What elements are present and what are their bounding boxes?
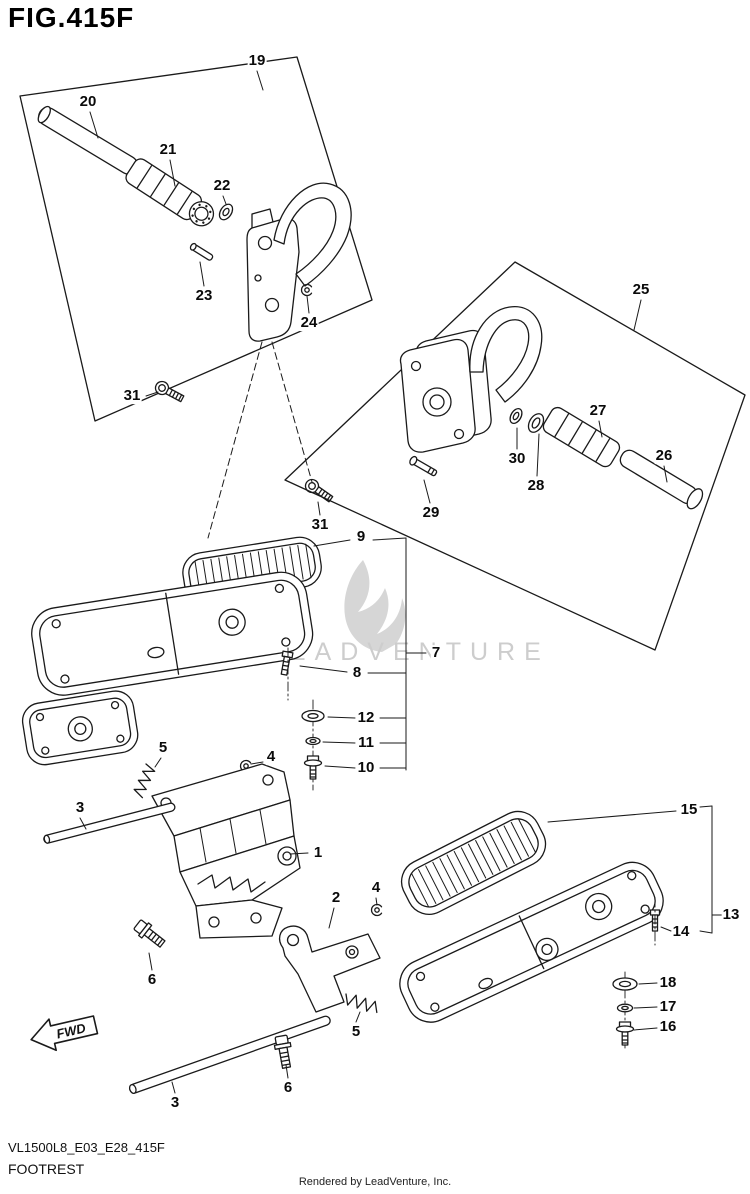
- leader-line-8: [299, 665, 348, 673]
- leader-line-27: [598, 420, 603, 438]
- footrest-loop-left: [273, 182, 352, 287]
- leader-line-19: [256, 70, 264, 91]
- leader-line-3: [79, 817, 87, 830]
- assembly-box-right: [284, 261, 746, 651]
- leader-line-6: [148, 952, 153, 971]
- leader-line-13: [699, 930, 713, 934]
- spring-5-lower: [345, 993, 378, 1014]
- leader-line-2: [328, 907, 335, 929]
- mount-pin: [189, 242, 214, 261]
- leader-line-15: [547, 810, 677, 823]
- leader-line-5: [154, 757, 162, 768]
- footrest-bar-left: [37, 105, 138, 175]
- leader-lines: [79, 70, 723, 1094]
- pedal-left-assembly: [21, 536, 383, 1095]
- leader-line-14: [660, 926, 672, 932]
- washer-17: [616, 1003, 634, 1013]
- leader-line-18: [638, 982, 658, 985]
- screw-31-left: [154, 380, 185, 403]
- leader-line-21: [169, 159, 176, 187]
- part-code: VL1500L8_E03_E28_415F: [8, 1140, 165, 1155]
- pedal-base-left: [31, 571, 314, 696]
- figure-title: FIG.415F: [8, 2, 135, 33]
- pedal-base-right: [399, 861, 664, 1023]
- leader-line-28: [536, 433, 540, 477]
- bolt-6-upper: [133, 919, 166, 948]
- bolt-6-lower: [273, 1034, 292, 1069]
- leader-line-24: [306, 295, 310, 314]
- assembly-box-left: [19, 56, 373, 422]
- leader-line-31: [145, 391, 159, 397]
- washer-30: [509, 407, 523, 425]
- pivot-bar-upper: [43, 802, 176, 844]
- leader-line-6: [285, 1064, 289, 1079]
- screw-31-center: [304, 478, 334, 503]
- grip-washer: [218, 203, 234, 221]
- leader-line-7: [372, 537, 407, 541]
- figure-name: FOOTREST: [8, 1161, 85, 1177]
- snap-ring-24: [300, 283, 313, 297]
- footrest-grip-left: [125, 158, 215, 227]
- footrest-grip-right: [542, 406, 621, 468]
- pivot-bar-lower: [128, 1015, 331, 1095]
- washer-11: [305, 736, 321, 746]
- leader-line-13: [699, 805, 713, 808]
- leader-line-10: [324, 765, 356, 769]
- leader-line-22: [222, 195, 227, 205]
- washer-18: [612, 977, 638, 991]
- leader-line-26: [663, 465, 668, 483]
- leader-line-25: [633, 299, 642, 331]
- footrest-loop-right: [469, 306, 543, 403]
- snap-ring-4-lower: [370, 903, 383, 917]
- washer-12: [301, 709, 325, 723]
- leader-line-5: [355, 1011, 361, 1023]
- leader-line-11: [322, 741, 356, 744]
- pedal-plate-lower-left: [21, 690, 139, 766]
- bolt-29: [409, 455, 438, 477]
- footrest-bar-right: [619, 449, 704, 510]
- pedal-right-assembly: [399, 810, 664, 1049]
- render-credit: Rendered by LeadVenture, Inc.: [298, 1176, 452, 1188]
- leader-line-1: [289, 852, 309, 855]
- footrest-bracket-front: [151, 763, 301, 939]
- spring-5-upper: [133, 763, 156, 799]
- construction-lines: [207, 341, 313, 539]
- leader-line-17: [633, 1006, 658, 1009]
- leader-line-4: [250, 761, 264, 765]
- fwd-arrow: FWD: [30, 1015, 99, 1052]
- leader-line-31: [317, 501, 321, 516]
- leader-line-4: [375, 897, 378, 906]
- pedal-pad-right: [400, 810, 547, 915]
- spacer-28: [527, 413, 545, 433]
- bolt-10: [303, 755, 323, 780]
- footrest-bracket-rear: [278, 925, 381, 1013]
- leader-line-16: [633, 1027, 658, 1031]
- leader-line-12: [327, 716, 356, 719]
- leader-line-23: [199, 261, 205, 287]
- bolt-16: [615, 1021, 635, 1046]
- fwd-label: FWD: [55, 1020, 88, 1041]
- leader-line-20: [89, 111, 99, 139]
- leader-line-3: [171, 1081, 176, 1094]
- mount-bracket-left: [246, 208, 300, 342]
- leader-line-9: [313, 539, 351, 547]
- leader-line-29: [423, 479, 431, 504]
